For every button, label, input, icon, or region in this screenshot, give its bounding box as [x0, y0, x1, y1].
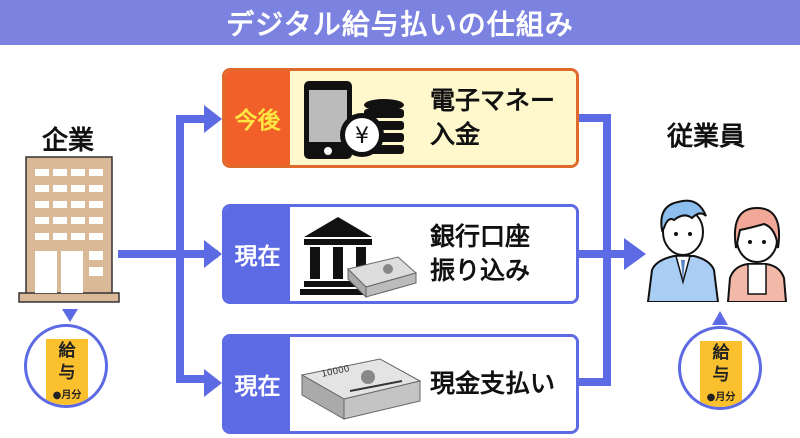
title-bar: デジタル給与払いの仕組み: [0, 0, 800, 45]
banknote-stack-icon: 10000: [290, 337, 430, 431]
employee-salary-badge: 給 与 ●月分: [678, 326, 762, 410]
salary-kanji-1: 給: [58, 341, 76, 361]
office-building-icon: [18, 156, 120, 303]
branch-bottom-line: [176, 375, 206, 383]
left-trunk-line: [176, 115, 184, 383]
company-to-trunk-line: [118, 250, 218, 258]
method-tag: 今後: [225, 71, 290, 165]
employees-label: 従業員: [667, 122, 746, 152]
arrow-to-employees: [624, 238, 646, 270]
salary-period: ●月分: [706, 391, 736, 403]
company-label: 企業: [42, 126, 95, 156]
arrow-to-cash: [204, 369, 222, 397]
salary-kanji-2: 与: [58, 362, 76, 383]
method-label-line1: 電子マネー: [430, 86, 556, 116]
method-tag: 現在: [225, 207, 290, 301]
right-bottom-line: [579, 378, 611, 386]
svg-text:¥: ¥: [355, 124, 369, 149]
salary-period: ●月分: [52, 389, 82, 401]
salary-card: 給 与 ●月分: [46, 339, 88, 405]
salary-card: 給 与 ●月分: [700, 341, 742, 407]
salary-kanji-2: 与: [712, 364, 730, 385]
woman-hair: [734, 206, 780, 249]
company-salary-pointer: [62, 309, 78, 322]
method-label-line1: 現金支払い: [430, 369, 556, 399]
employees-icon: [646, 199, 788, 302]
arrow-to-future: [204, 105, 222, 133]
diagram-title: デジタル給与払いの仕組み: [226, 7, 574, 41]
method-label-line2: 振り込み: [430, 256, 531, 285]
branch-top-line: [176, 115, 206, 123]
man-hair: [660, 199, 707, 233]
salary-kanji-1: 給: [712, 343, 730, 363]
method-label-line2: 入金: [430, 120, 481, 149]
method-tag: 現在: [225, 337, 290, 431]
bank-cash-icon: [290, 207, 430, 301]
right-top-line: [579, 114, 611, 122]
right-mid-line: [579, 250, 639, 258]
smartphone-yen-coins-icon: ¥: [290, 71, 430, 165]
method-label-line1: 銀行口座: [430, 222, 531, 252]
method-box-bank: 現在 銀行口座 振り込み: [222, 204, 579, 304]
employee-salary-pointer: [712, 311, 728, 325]
method-box-emoney: 今後 ¥ 電子マネー 入金: [222, 68, 579, 168]
company-salary-badge: 給 与 ●月分: [24, 324, 108, 408]
method-box-cash: 現在 10000 現金支払い: [222, 334, 579, 434]
arrow-to-bank: [204, 240, 222, 268]
